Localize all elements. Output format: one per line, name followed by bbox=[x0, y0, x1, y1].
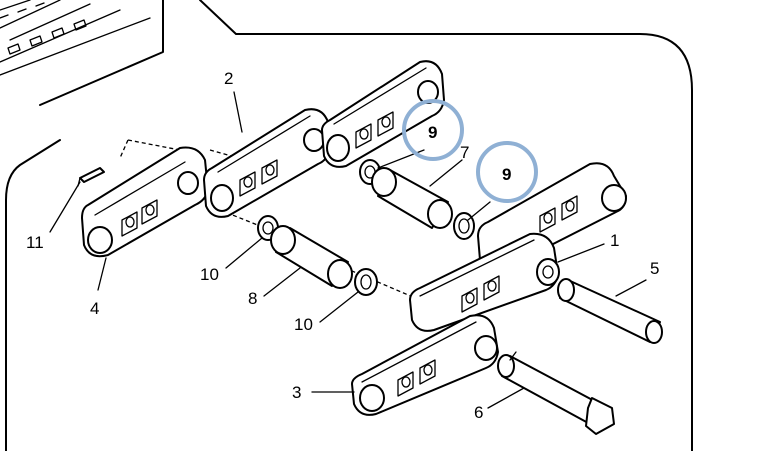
highlight-ring-9-upper bbox=[402, 99, 464, 161]
bushing-7 bbox=[371, 167, 453, 229]
lock-pin-11 bbox=[77, 167, 105, 187]
callout-10-lower: 10 bbox=[294, 315, 313, 334]
track-link-upper bbox=[321, 60, 445, 168]
callout-2: 2 bbox=[224, 69, 233, 88]
pin-5 bbox=[557, 278, 663, 344]
callout-1: 1 bbox=[610, 231, 619, 250]
callout-labels: 2 11 4 10 8 10 9 7 9 1 5 3 6 bbox=[26, 69, 659, 422]
highlight-ring-9-lower bbox=[476, 141, 538, 203]
bushing-8 bbox=[270, 225, 353, 289]
track-link-1 bbox=[409, 232, 560, 332]
track-link-4 bbox=[81, 146, 209, 258]
track-link-2 bbox=[203, 108, 331, 218]
callout-6: 6 bbox=[474, 403, 483, 422]
callout-9-lower: 9 bbox=[502, 165, 511, 184]
callout-10-upper: 10 bbox=[200, 265, 219, 284]
callout-7: 7 bbox=[460, 143, 469, 162]
track-assembly-fragment bbox=[0, 0, 151, 76]
callout-4: 4 bbox=[90, 299, 99, 318]
washer-9-lower bbox=[453, 212, 475, 240]
callout-8: 8 bbox=[248, 289, 257, 308]
callout-9-upper: 9 bbox=[428, 123, 437, 142]
track-link-3 bbox=[351, 314, 499, 416]
master-pin-6 bbox=[497, 351, 615, 435]
highlight-rings bbox=[402, 99, 538, 203]
callout-11: 11 bbox=[26, 233, 44, 252]
callout-3: 3 bbox=[292, 383, 301, 402]
washer-10-lower bbox=[354, 268, 378, 296]
inset-frame bbox=[5, 0, 693, 451]
leader-lines bbox=[49, 91, 647, 409]
callout-5: 5 bbox=[650, 259, 659, 278]
